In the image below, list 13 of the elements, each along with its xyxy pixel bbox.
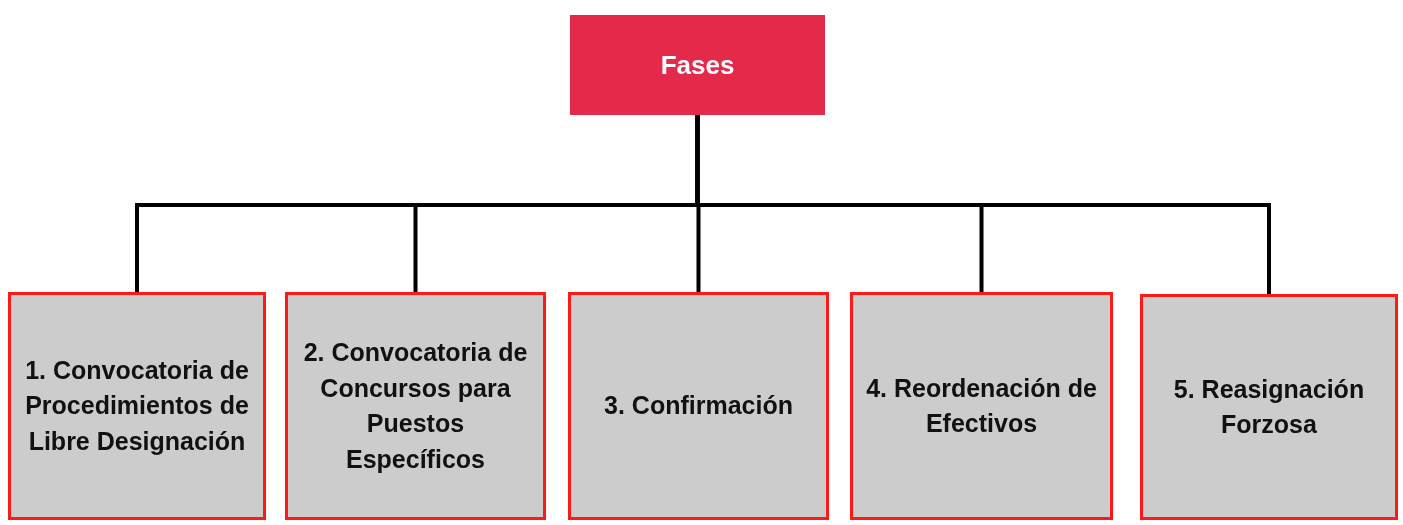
phase-text: 5. Reasignación Forzosa: [1172, 373, 1366, 440]
phase-box: [8, 292, 266, 520]
phase-text: 3. Confirmación: [603, 390, 794, 422]
phase-box: [568, 292, 829, 520]
phase-text: 2. Convocatoria de Concursos para Puestos Específicos: [302, 337, 529, 475]
phase-text: 1. Convocatoria de Procedimientos de Libre Designación: [24, 354, 250, 457]
phase-text: 4. Reordenación de Efectivos: [865, 372, 1098, 439]
phase-box: [1140, 294, 1398, 520]
phase-box: [285, 292, 546, 520]
connector-line: [695, 115, 1271, 294]
header-box: [570, 15, 825, 115]
header-text: Fases: [659, 49, 736, 81]
phase-box: [850, 292, 1113, 520]
